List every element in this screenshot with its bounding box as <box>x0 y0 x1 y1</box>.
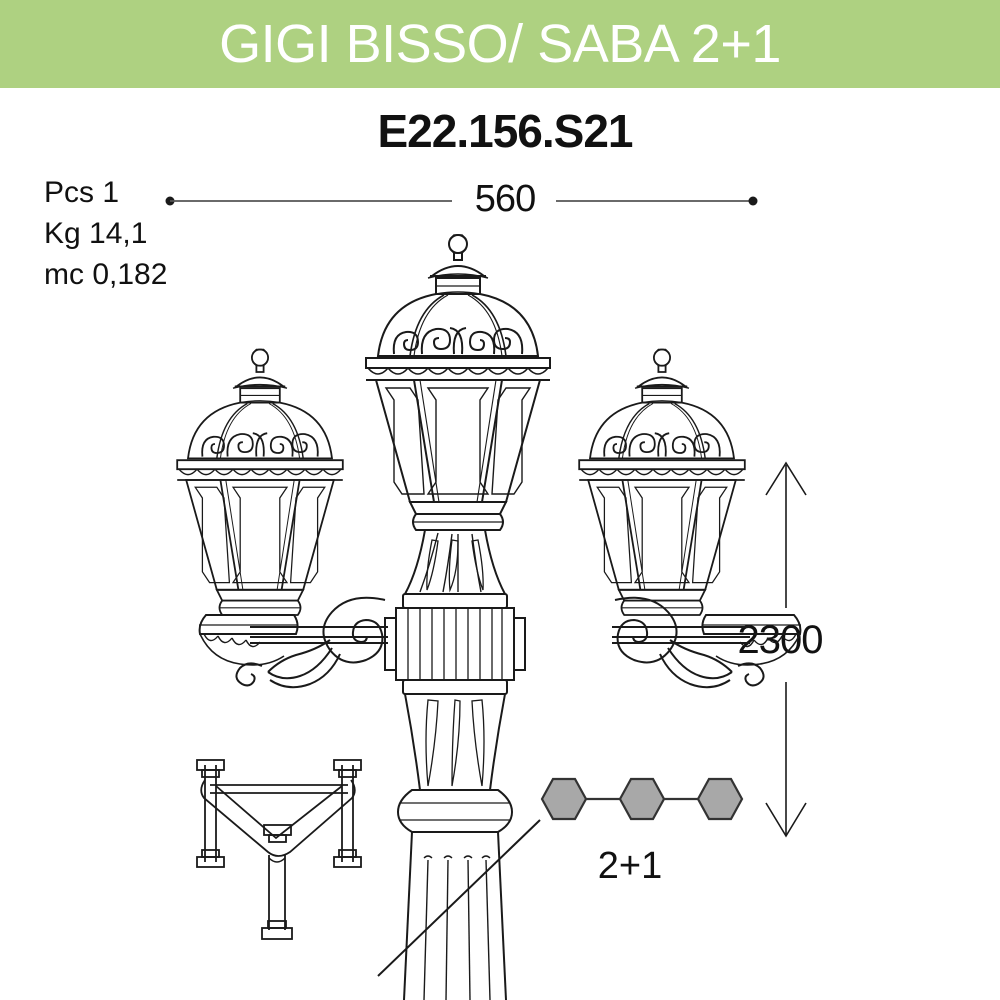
ground-line <box>377 819 541 977</box>
hexagon-badge <box>618 777 666 821</box>
spec-volume: mc 0,182 <box>44 258 168 291</box>
width-dimension-label: 560 <box>474 178 536 220</box>
center-lantern <box>365 234 551 531</box>
mounting-bracket-detail <box>196 759 362 940</box>
center-post <box>384 529 526 1000</box>
left-arm <box>198 596 388 689</box>
left-lantern <box>176 348 344 616</box>
model-code: E22.156.S21 <box>377 105 633 157</box>
hexagon-badge <box>540 777 588 821</box>
spec-weight: Kg 14,1 <box>44 217 148 250</box>
page-title: GIGI BISSO/ SABA 2+1 <box>219 14 781 74</box>
height-dimension-label: 2300 <box>737 618 824 662</box>
configuration-hexagons <box>540 777 744 821</box>
spec-pieces: Pcs 1 <box>44 176 120 209</box>
configuration-label: 2+1 <box>597 845 663 887</box>
right-lantern <box>578 348 746 616</box>
header-banner: GIGI BISSO/ SABA 2+1 <box>0 0 1000 88</box>
hexagon-badge <box>696 777 744 821</box>
spec-block: Pcs 1 Kg 14,1 mc 0,182 <box>44 172 167 295</box>
